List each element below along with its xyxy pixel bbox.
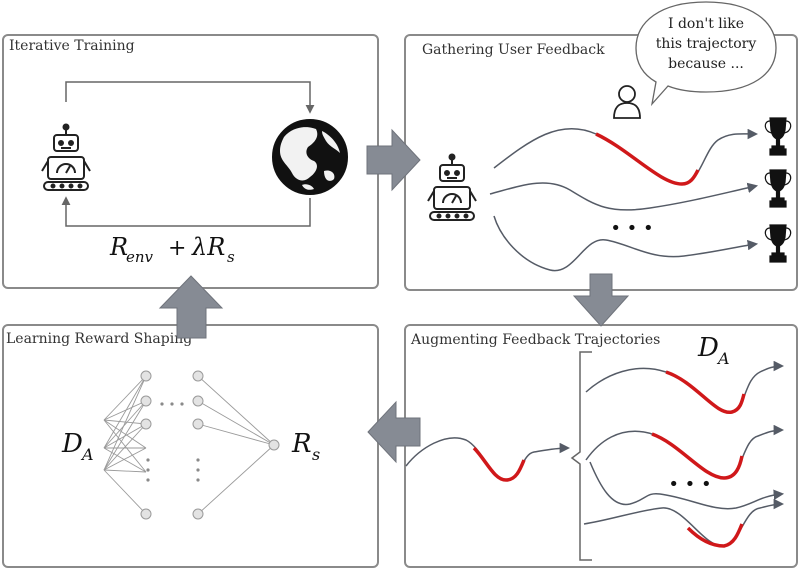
svg-text:R: R <box>291 429 312 459</box>
svg-text:A: A <box>80 445 94 464</box>
globe-icon <box>272 119 348 195</box>
augmented-trajectory-1-highlight <box>665 370 746 414</box>
dataset-label-augment: D A <box>697 333 730 368</box>
trophy-icon <box>764 224 792 263</box>
augmented-trajectory-4-highlight <box>686 523 744 548</box>
training-loop-top <box>65 81 315 114</box>
network-ellipses <box>146 402 200 482</box>
augmented-trajectory-1 <box>585 360 785 413</box>
augment-brace <box>570 351 592 561</box>
panel-augmenting-feedback <box>404 324 798 568</box>
arrow-down-feedback-to-augment <box>572 273 630 327</box>
feedback-trajectory-2 <box>489 182 759 211</box>
augmented-trajectory-2-highlight <box>651 432 744 480</box>
feedback-trajectory-1-highlight <box>595 132 700 186</box>
augment-input-trajectory <box>405 437 571 481</box>
bubble-line-1: I don't like <box>668 16 744 32</box>
speech-bubble: I don't like this trajectory because ... <box>635 1 777 107</box>
svg-text:s: s <box>227 248 235 266</box>
formula-training: R env + λR s <box>109 233 235 266</box>
reward-label: R s <box>291 429 320 464</box>
trophy-icon <box>764 169 792 208</box>
svg-text:+: + <box>168 236 186 261</box>
svg-text:D: D <box>61 429 83 459</box>
dataset-label-learning: D A <box>61 429 94 464</box>
neural-network <box>103 375 275 515</box>
robot-icon-feedback <box>427 153 477 221</box>
ellipsis-feedback: • • • <box>610 218 653 239</box>
user-icon <box>613 85 641 119</box>
feedback-trajectory-3 <box>493 215 759 272</box>
svg-text:A: A <box>716 349 730 368</box>
title-iterative-training: Iterative Training <box>9 38 135 54</box>
arrow-left-augment-to-learning <box>367 400 421 464</box>
bubble-line-2: this trajectory <box>656 36 757 52</box>
title-learning-reward-shaping: Learning Reward Shaping <box>6 331 193 347</box>
augmented-trajectory-3 <box>589 461 785 510</box>
svg-text:R: R <box>109 233 128 261</box>
ellipsis-augment: • • • <box>668 474 711 495</box>
panel-learning-reward-shaping <box>2 324 379 568</box>
robot-icon <box>41 123 91 191</box>
bubble-line-3: because ... <box>668 56 744 72</box>
augmented-trajectory-4 <box>583 498 785 547</box>
arrow-right-training-to-feedback <box>366 128 421 192</box>
svg-text:env: env <box>126 248 154 266</box>
training-loop-bottom <box>61 196 311 227</box>
svg-text:λR: λR <box>191 233 225 261</box>
network-nodes <box>140 370 280 520</box>
svg-text:s: s <box>312 445 320 464</box>
title-augmenting-feedback: Augmenting Feedback Trajectories <box>411 332 661 348</box>
augment-input-highlight <box>472 446 526 482</box>
feedback-trajectory-1 <box>493 127 759 185</box>
trophy-icon <box>764 117 792 156</box>
svg-text:D: D <box>697 333 719 363</box>
arrow-up-learning-to-training <box>158 275 224 339</box>
title-gathering-user-feedback: Gathering User Feedback <box>422 42 605 58</box>
